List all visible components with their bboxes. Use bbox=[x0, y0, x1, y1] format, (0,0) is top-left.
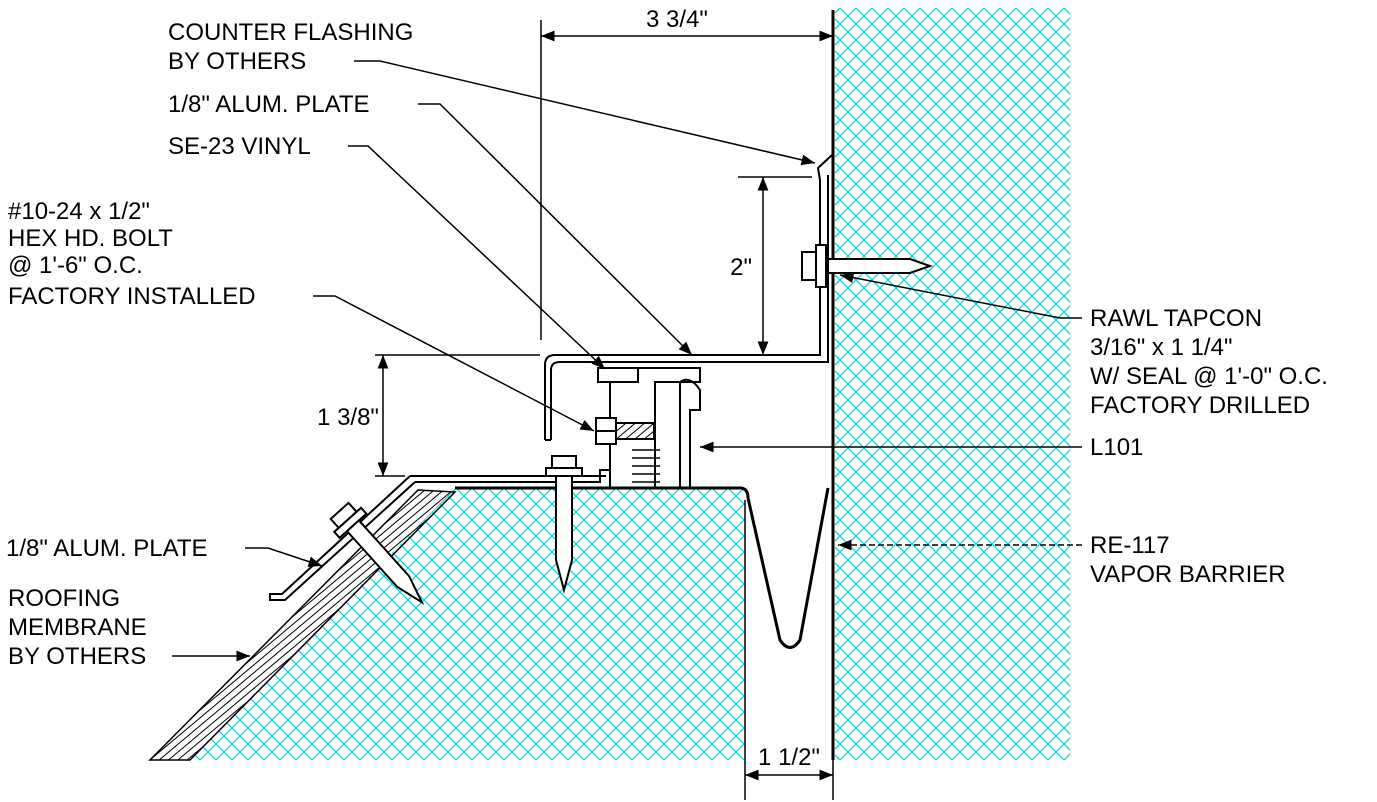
svg-text:@ 1'-6" O.C.: @ 1'-6" O.C. bbox=[8, 252, 143, 279]
svg-text:3/16" x 1 1/4": 3/16" x 1 1/4" bbox=[1090, 334, 1232, 361]
se23-vinyl-seal bbox=[597, 367, 639, 383]
leader-se23-vinyl bbox=[348, 145, 606, 370]
dim-top-width-text: 3 3/4" bbox=[646, 6, 708, 33]
dim-2in-text: 2" bbox=[730, 254, 752, 281]
label-se23-vinyl: SE-23 VINYL bbox=[168, 133, 311, 160]
tapcon-anchor bbox=[801, 244, 934, 288]
leader-rawl-tapcon bbox=[839, 272, 1082, 319]
svg-text:HEX HD. BOLT: HEX HD. BOLT bbox=[8, 225, 173, 252]
label-re117: RE-117 VAPOR BARRIER bbox=[1090, 532, 1286, 588]
deck-top-edge bbox=[455, 486, 750, 499]
label-rawl-tapcon: RAWL TAPCON 3/16" x 1 1/4" W/ SEAL @ 1'-… bbox=[1090, 305, 1328, 419]
leader-counter-flashing bbox=[354, 60, 816, 166]
leader-factory-installed bbox=[313, 295, 595, 432]
leader-alum-plate-bottom bbox=[245, 547, 323, 567]
hex-bolt bbox=[595, 417, 655, 445]
left-substrate-hatch bbox=[190, 488, 745, 760]
svg-text:VAPOR BARRIER: VAPOR BARRIER bbox=[1090, 561, 1286, 588]
svg-text:BY OTHERS: BY OTHERS bbox=[168, 48, 306, 75]
svg-text:RAWL TAPCON: RAWL TAPCON bbox=[1090, 305, 1262, 332]
l101-anchor-thread bbox=[632, 449, 660, 483]
label-factory-installed: FACTORY INSTALLED bbox=[8, 283, 256, 310]
label-l101: L101 bbox=[1090, 434, 1143, 461]
svg-text:#10-24 x 1/2": #10-24 x 1/2" bbox=[8, 198, 150, 225]
svg-text:BY OTHERS: BY OTHERS bbox=[8, 643, 146, 670]
svg-text:MEMBRANE: MEMBRANE bbox=[8, 614, 147, 641]
label-hex-bolt: #10-24 x 1/2" HEX HD. BOLT @ 1'-6" O.C. bbox=[8, 198, 173, 279]
dim-138-text: 1 3/8" bbox=[317, 404, 379, 431]
svg-text:RE-117: RE-117 bbox=[1090, 532, 1170, 559]
slope-screw bbox=[329, 501, 425, 606]
svg-text:ROOFING: ROOFING bbox=[8, 585, 120, 612]
dim-112-text: 1 1/2" bbox=[758, 744, 820, 771]
top-alum-plate bbox=[544, 154, 833, 440]
leader-alum-plate-top bbox=[418, 103, 693, 356]
deck-screw bbox=[545, 455, 583, 594]
label-alum-plate-bottom: 1/8" ALUM. PLATE bbox=[6, 535, 208, 562]
label-roofing-membrane: ROOFING MEMBRANE BY OTHERS bbox=[8, 585, 147, 670]
svg-text:FACTORY DRILLED: FACTORY DRILLED bbox=[1090, 392, 1310, 419]
svg-text:COUNTER FLASHING: COUNTER FLASHING bbox=[168, 19, 413, 46]
label-counter-flashing: COUNTER FLASHING BY OTHERS bbox=[168, 19, 413, 75]
label-alum-plate-top: 1/8" ALUM. PLATE bbox=[168, 91, 370, 118]
vapor-barrier-loop bbox=[746, 487, 830, 649]
right-substrate-hatch bbox=[835, 8, 1070, 760]
svg-text:W/ SEAL @ 1'-0" O.C.: W/ SEAL @ 1'-0" O.C. bbox=[1090, 363, 1328, 390]
